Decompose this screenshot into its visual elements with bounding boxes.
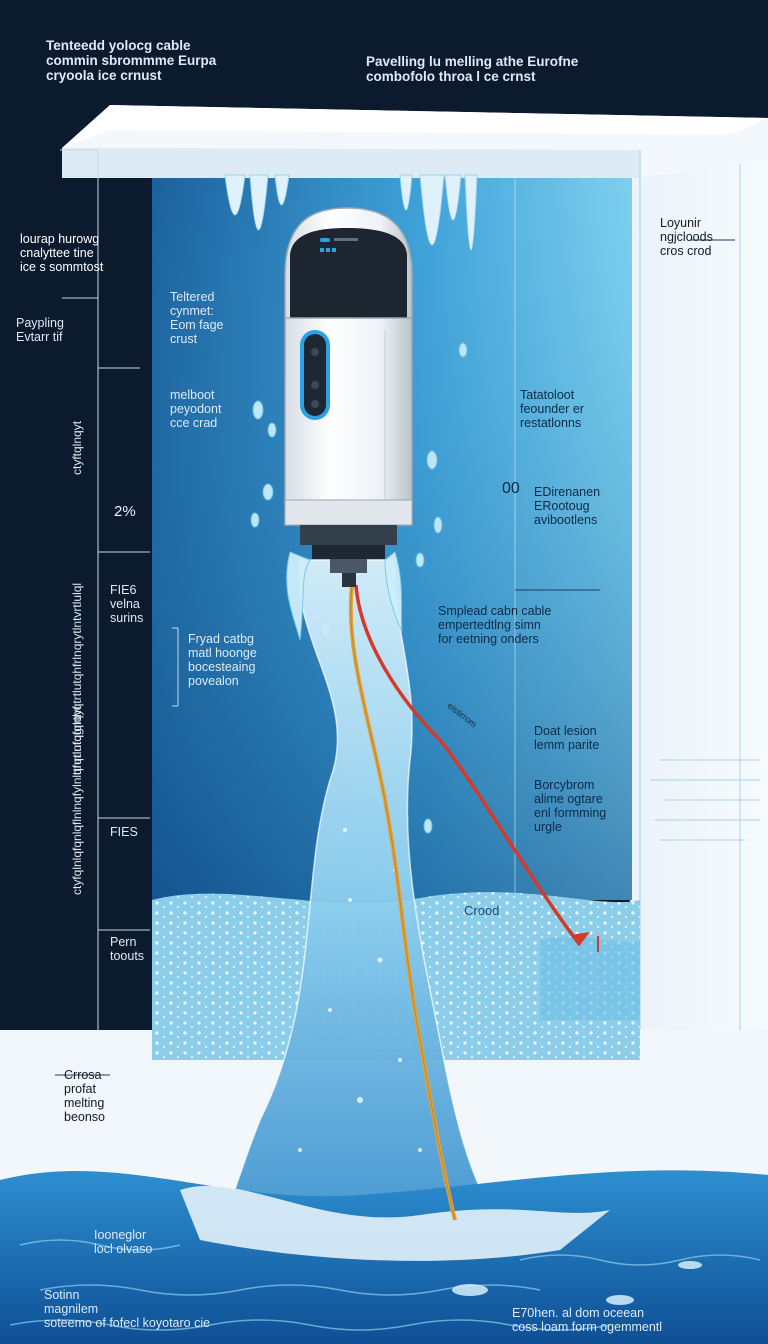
label-fryad-cable: Fryad catbg matl hoonge bocesteaing pove…: [188, 632, 257, 688]
label-borcybrom: Borcybrom alime ogtare enl formming urgl…: [534, 778, 607, 834]
label-lower-left: Iooneglor locl olvaso: [94, 1228, 153, 1256]
label-fies: FIES: [110, 825, 138, 839]
header-left-title: Tenteedd yolocg cable commin sbrommme Eu…: [46, 38, 217, 83]
label-fies-sensors: FIE6 velna surins: [110, 583, 144, 625]
percent-readout: 2%: [114, 503, 136, 520]
vertical-label-1: ctyftqlnqyt: [70, 420, 84, 475]
label-doat-lesion: Doat lesion lemm parite: [534, 724, 600, 752]
header-center-title: Pavelling lu melling athe Eurofne combof…: [366, 54, 579, 84]
label-payload: Paypling Evtarr tif: [16, 316, 64, 344]
label-crood: Crood: [464, 903, 500, 918]
label-bottom-left: Sotinn magnilem soteemo of fofecl koyota…: [44, 1288, 211, 1330]
label-crosa-melting: Crrosa profat melting beonso: [64, 1068, 106, 1124]
label-pern: Pern toouts: [110, 935, 145, 963]
vertical-label-3: ctyfqlnlqfqnlqflnlnqfylnlqfqrlnfqfqlqyf: [70, 706, 84, 895]
label-double-zero: 00: [502, 480, 520, 497]
label-tethered-system: Teltered cynmet: Eom fage crust: [170, 290, 224, 346]
label-ice-survey: lourap hurowg cnalyttee tine ice s sommt…: [20, 232, 104, 274]
label-tatarboot: Tatatoloot feounder er restatlonns: [520, 388, 584, 430]
label-meltboot: melboot peyodont cce crad: [170, 388, 222, 430]
label-right-ice: Loyunir ngjcloods cros crod: [660, 216, 713, 258]
label-sample-cable: Smplead cabn cable empertedtlng simn for…: [438, 604, 552, 646]
label-edirenanen: EDirenanen ERootoug avibootlens: [534, 485, 601, 527]
label-bottom-right: E70hen. al dom oceean coss loam form oge…: [512, 1306, 663, 1334]
